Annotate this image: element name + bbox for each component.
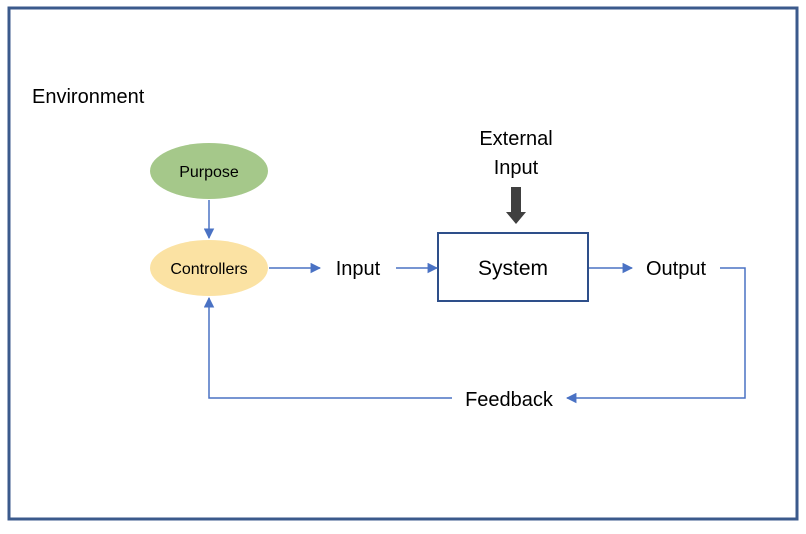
input-label: Input [336, 258, 381, 280]
external-input-label-line1: External [479, 128, 552, 150]
output-to-feedback-arrow [565, 267, 746, 404]
environment-border [7, 6, 799, 521]
purpose-label: Purpose [179, 164, 239, 181]
environment-label: Environment [32, 86, 145, 108]
system-box [437, 232, 589, 302]
external-input-arrow [506, 187, 526, 224]
system-label: System [478, 257, 548, 280]
purpose-node [150, 143, 268, 199]
external-input-label-line2: Input [494, 157, 539, 179]
feedback-label: Feedback [465, 389, 554, 411]
controllers-node [150, 240, 268, 296]
output-label: Output [646, 258, 706, 280]
feedback-to-controllers-arrow [203, 296, 452, 399]
controllers-label: Controllers [170, 261, 247, 278]
